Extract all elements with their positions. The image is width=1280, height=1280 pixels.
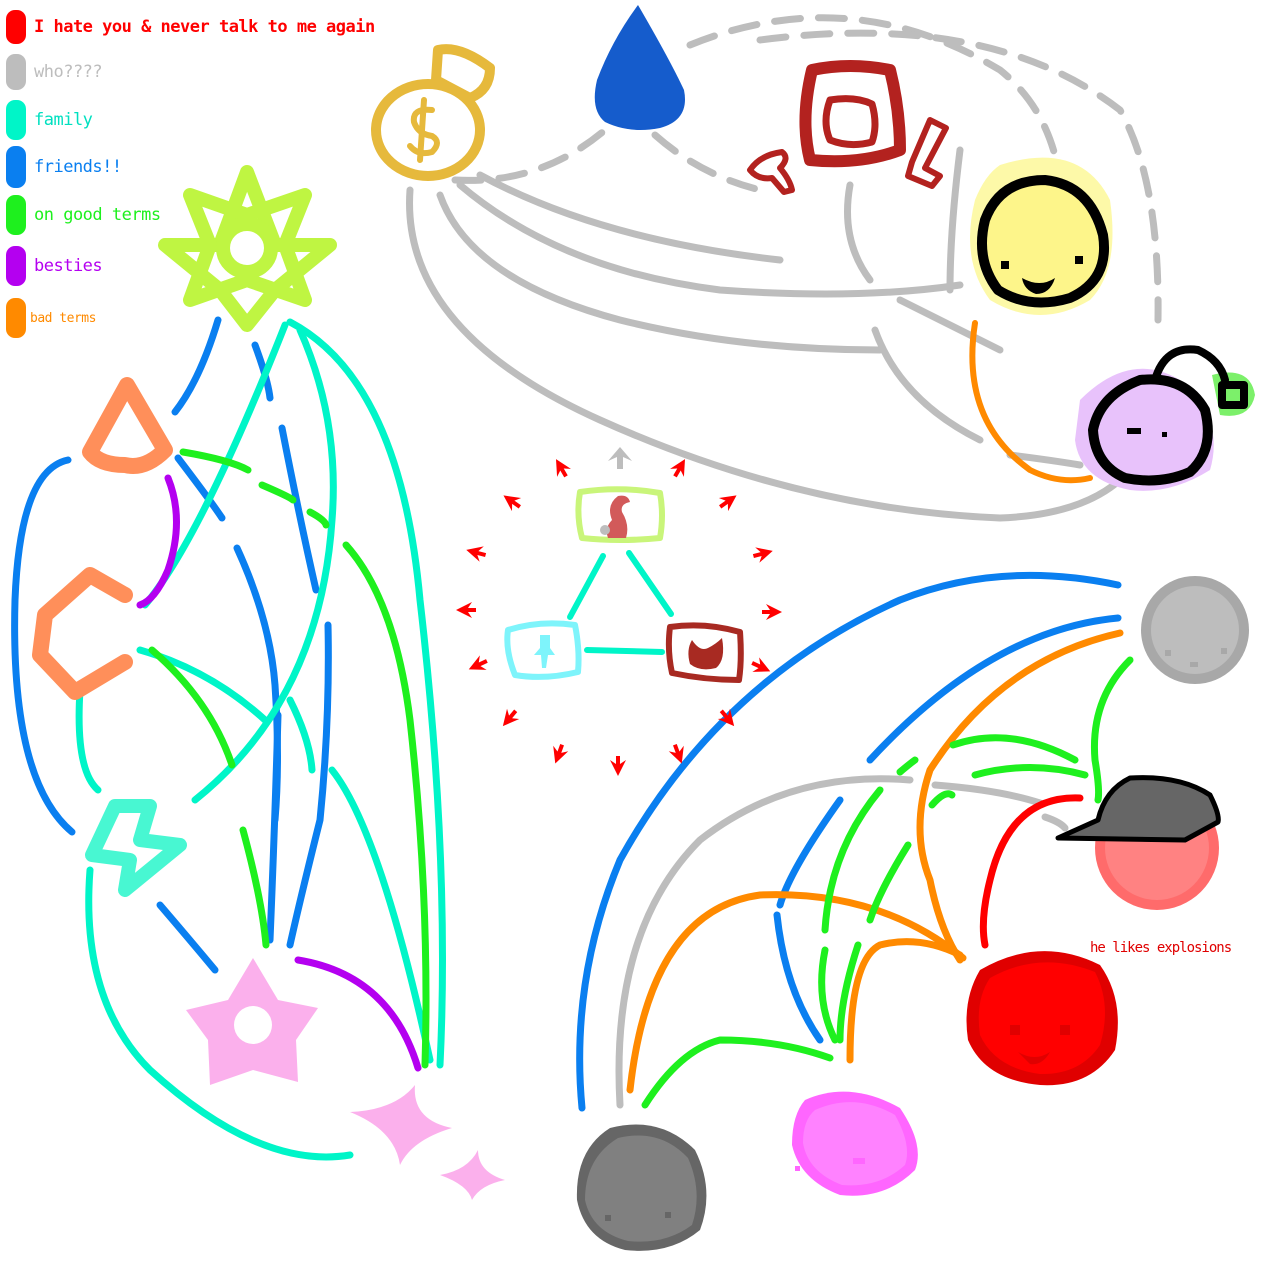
legend-item-bad-terms: bad terms (6, 298, 96, 338)
red-machine-icon[interactable] (747, 60, 949, 195)
triangle-icon[interactable] (82, 377, 173, 474)
cyan-card-icon[interactable] (504, 620, 582, 680)
red-arrow-ring (456, 459, 782, 776)
legend-label: bad terms (30, 310, 96, 326)
dark-gray-slime-icon[interactable] (576, 1124, 707, 1251)
hexagon-icon[interactable] (32, 567, 133, 700)
orange-links-right (626, 629, 1124, 1094)
maroon-card-icon[interactable] (665, 622, 744, 683)
water-drop-icon[interactable] (594, 5, 685, 130)
eight-point-star-icon[interactable] (158, 165, 337, 332)
pink-slime-icon[interactable] (792, 1091, 918, 1196)
purple-links-left (136, 474, 422, 1072)
lightning-icon[interactable] (85, 799, 187, 897)
legend-label: on good terms (34, 205, 161, 225)
legend-swatch-orange (6, 298, 26, 338)
legend-swatch-family (6, 100, 26, 140)
blue-links-left (11, 316, 332, 974)
blue-links-right (576, 571, 1122, 1112)
green-links-left (148, 448, 430, 1069)
legend-item-friends: friends!! (6, 146, 122, 188)
legend-item-family: family (6, 100, 93, 140)
gray-slime-icon[interactable] (1141, 576, 1249, 684)
gray-up-arrow-icon (608, 447, 632, 469)
legend-label: friends!! (34, 157, 122, 177)
legend-swatch-purple (6, 246, 26, 286)
red-slime-icon[interactable] (966, 951, 1118, 1086)
legend-item-good-terms: on good terms (6, 195, 161, 235)
s-card-icon[interactable] (575, 486, 665, 543)
legend-label: I hate you & never talk to me again (34, 17, 375, 37)
legend-item-besties: besties (6, 246, 103, 286)
pink-star-icon[interactable] (186, 958, 318, 1085)
cap-slime-icon[interactable] (1055, 775, 1221, 910)
purple-anglerfish-icon[interactable] (1075, 345, 1255, 491)
legend-label: family (34, 110, 93, 130)
legend-label: who???? (34, 62, 103, 82)
red-link-cap-red (979, 794, 1084, 949)
yellow-blob-icon[interactable] (970, 157, 1113, 315)
legend-item-enemies: I hate you & never talk to me again (6, 10, 375, 44)
legend-swatch-blue (6, 146, 26, 188)
legend-swatch-red (6, 10, 26, 44)
gray-dashed-links (451, 14, 1162, 324)
orange-link-yellow-purple (969, 320, 1093, 484)
legend-swatch-gray (6, 54, 26, 90)
red-slime-note: he likes explosions (1090, 940, 1232, 956)
center-triad-links (567, 550, 674, 655)
legend-label: besties (34, 256, 103, 276)
gray-links-right (615, 775, 1069, 1109)
money-bag-icon[interactable] (371, 44, 495, 181)
legend-swatch-green (6, 195, 26, 235)
sparkle-icon[interactable] (350, 1085, 505, 1200)
green-links-right (641, 656, 1134, 1109)
legend-item-strangers: who???? (6, 54, 103, 90)
